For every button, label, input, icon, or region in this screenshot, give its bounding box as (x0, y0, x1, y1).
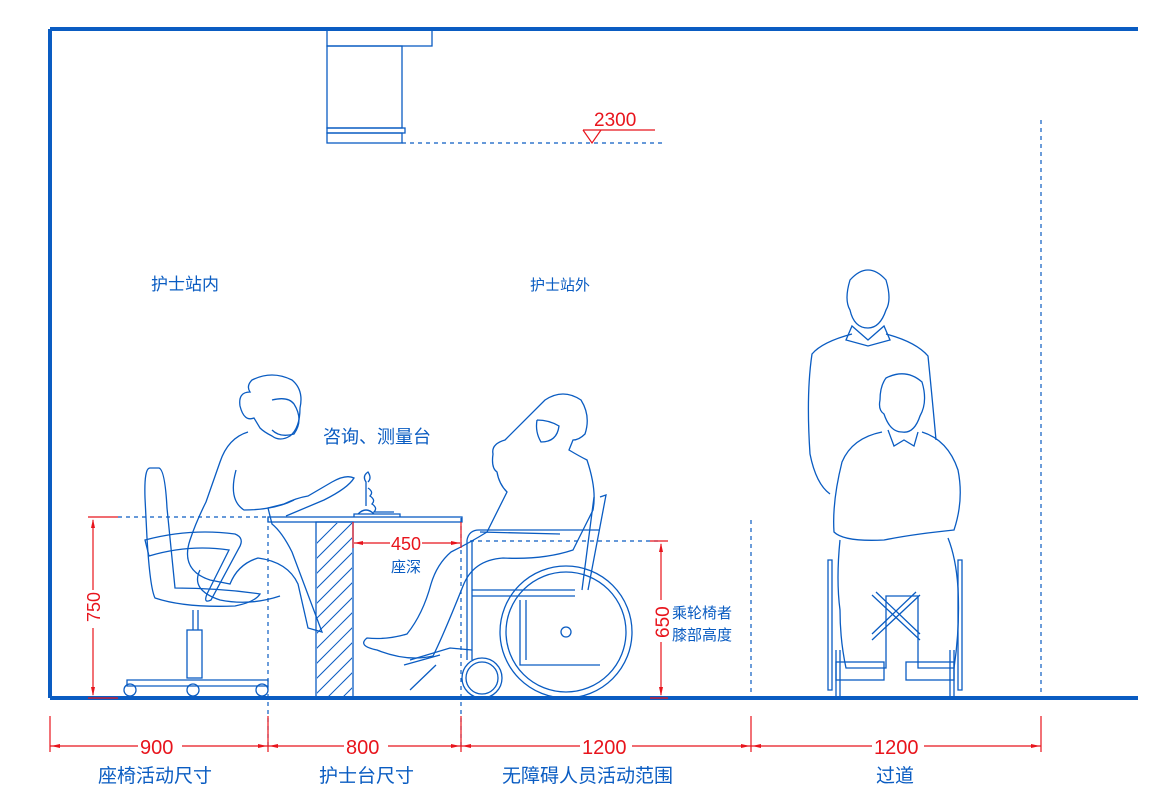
dim-chair-zone-value: 900 (140, 737, 173, 759)
nurse-desk (267, 471, 463, 699)
ceiling-fixture (326, 29, 665, 144)
caregiver-figure (807, 269, 937, 495)
knee-height-value: 650 (653, 606, 674, 638)
elevation-marker: 2300 (582, 110, 655, 145)
office-chair (123, 467, 269, 697)
seat-depth-value: 450 (391, 534, 421, 554)
label-inside-station: 护士站内 (151, 275, 219, 295)
dim-accessible-zone-value: 1200 (582, 737, 627, 759)
dim-accessible-zone-label: 无障碍人员活动范围 (502, 765, 673, 787)
desk-height-value: 750 (84, 592, 104, 622)
dim-corridor-value: 1200 (874, 737, 919, 759)
dim-corridor-label: 过道 (876, 765, 914, 787)
wheelchair-user-front (827, 373, 963, 696)
dimension-desk-height: 750 (84, 516, 268, 699)
dim-desk-label: 护士台尺寸 (319, 765, 414, 787)
dimension-knee-height: 650 乘轮椅者 膝部高度 (470, 540, 732, 699)
seat-depth-label: 座深 (391, 558, 421, 576)
elevation-value: 2300 (594, 110, 636, 131)
room-frame (48, 27, 1138, 700)
knee-height-label-line1: 乘轮椅者 (672, 604, 732, 622)
label-counter: 咨询、测量台 (323, 427, 431, 448)
label-outside-station: 护士站外 (530, 276, 590, 294)
dimension-seat-depth: 450 座深 (352, 522, 462, 576)
dim-desk-value: 800 (346, 737, 379, 759)
knee-height-label-line2: 膝部高度 (672, 626, 732, 644)
dim-chair-zone-label: 座椅活动尺寸 (98, 765, 212, 787)
wheelchair-user-side (363, 393, 633, 699)
bottom-dimension-chain: 900 800 1200 1200 座椅活动尺寸 护士台尺寸 无障碍人员活动范围… (49, 716, 1042, 787)
nurse-figure (186, 374, 355, 633)
